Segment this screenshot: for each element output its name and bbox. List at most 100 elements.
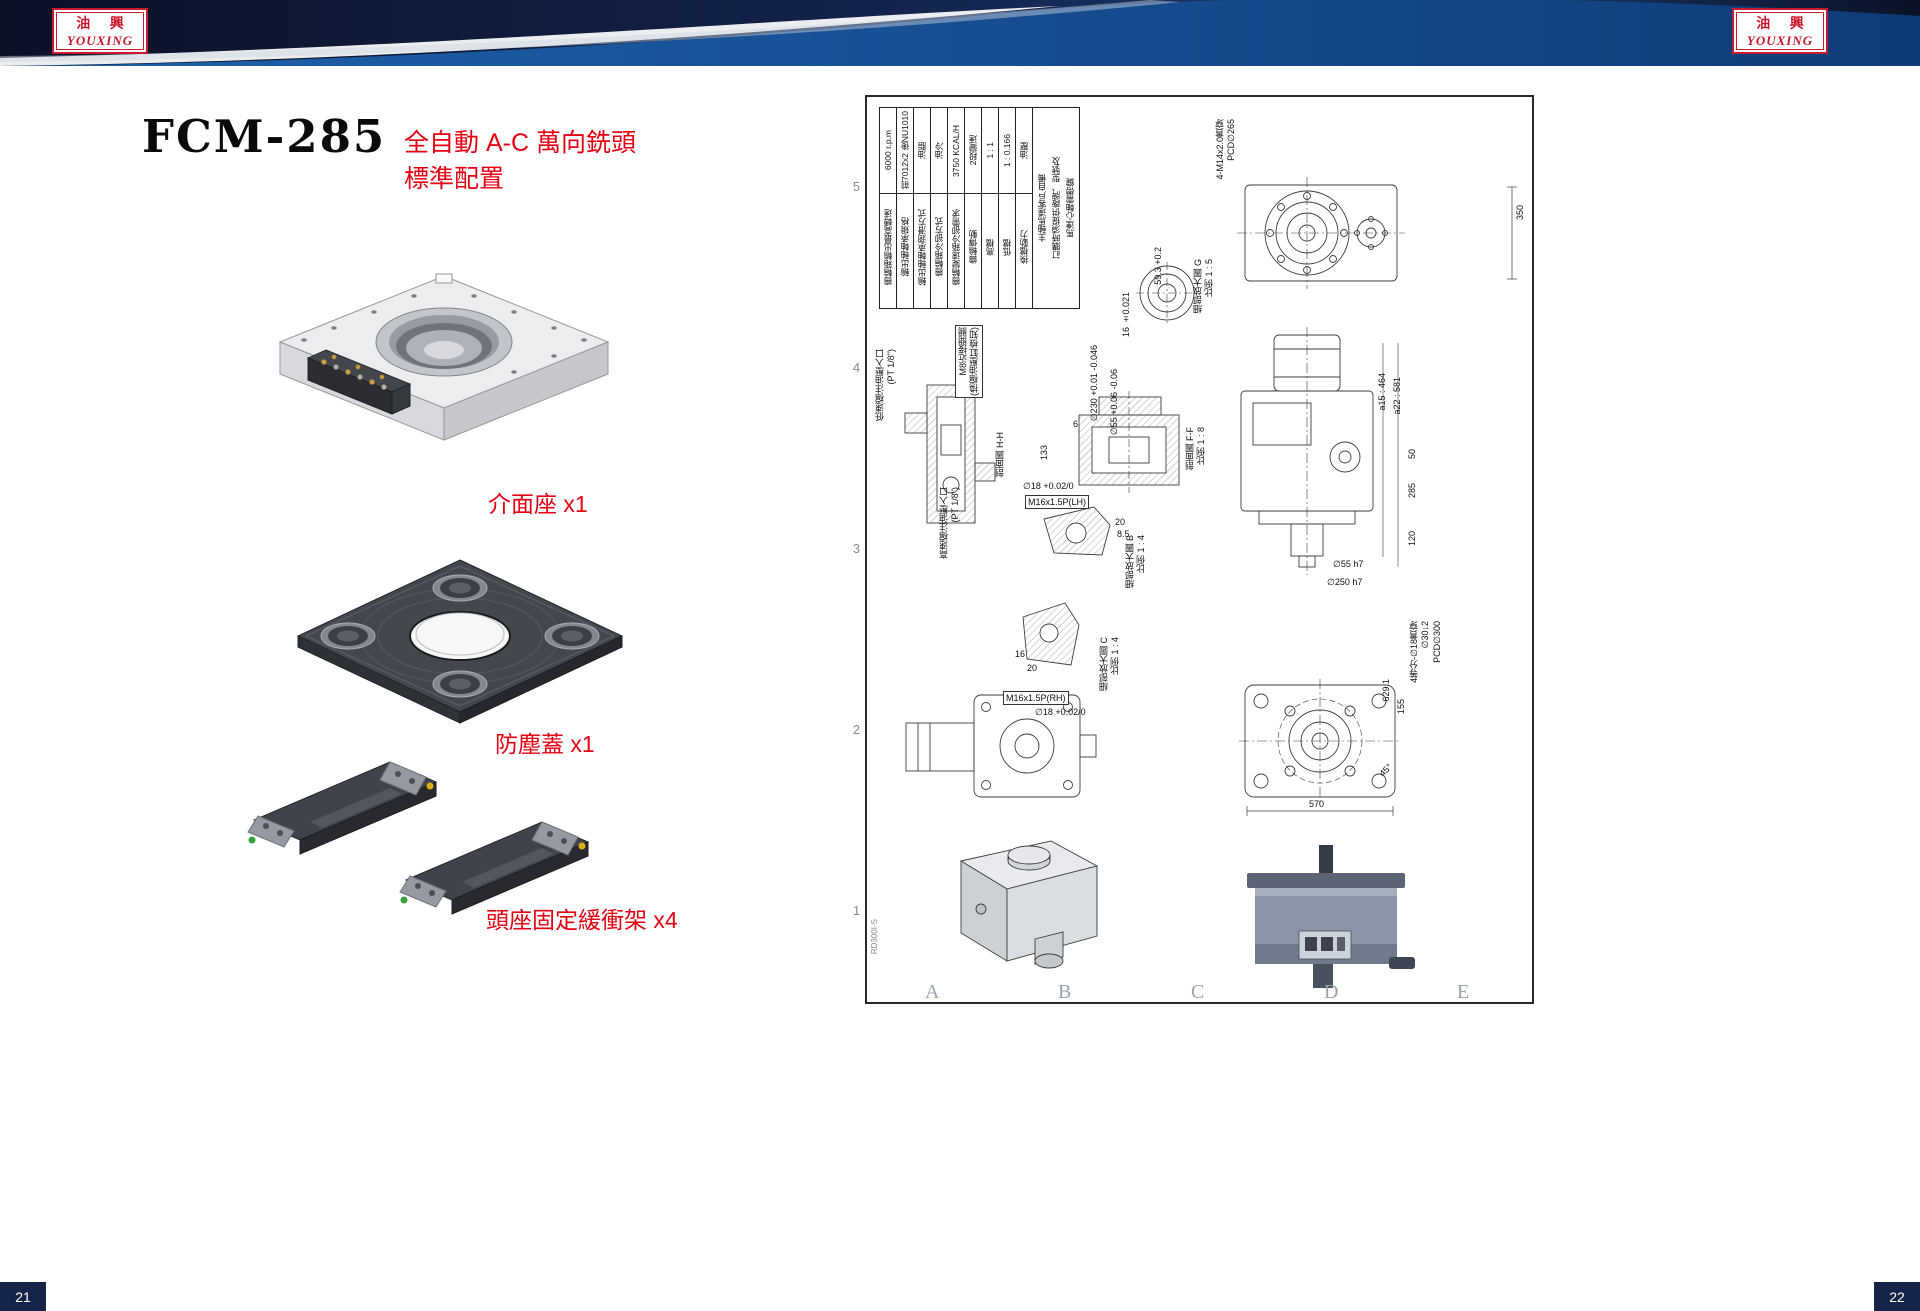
dim-133: 133 [1039, 445, 1049, 461]
grid-row-3: 3 [852, 541, 861, 556]
grid-col-a: A [925, 981, 940, 1003]
detail-g-view [1136, 262, 1198, 324]
detail-g-title: 細部放大圖 G [1193, 259, 1203, 314]
caption-dust-cover: 防塵蓋 x1 [495, 731, 595, 757]
dust-cover-render [296, 559, 624, 724]
spec-value: 油冷 [934, 142, 944, 159]
detail-b-label: 細部放大圖 B 比例 1 : 4 [1125, 535, 1147, 589]
m8-proximity-switch-label: M8近接開關 (換檔油壓缸檢知) [955, 325, 983, 398]
section-hh-label: 剖面圖 H-H [995, 432, 1005, 478]
dim-20-b: 20 [1027, 663, 1038, 673]
detail-g-scale: 比例 1 : 5 [1204, 259, 1215, 298]
low-speed-oil-port-line1: 低速檔注油壓入口 [875, 349, 885, 421]
bolt-pattern-line2: ∅30↓2 [1420, 621, 1431, 649]
spec-label: 換檔動力 [1019, 230, 1029, 264]
model-subtitle: 全自動 A-C 萬向銑頭 標準配置 [404, 126, 636, 197]
dim-a15-464: a15 : 464 [1377, 373, 1387, 411]
spec-note-line3: 馬達心軸需帶鍵 [1065, 178, 1075, 238]
brand-logo-left: 油 興 YOUXING [52, 8, 148, 54]
spec-col: 6000 r.p.m 齒輪箱輸出最高轉速 [880, 108, 897, 308]
high-speed-oil-port-line1: 高速檔注油壓入口 [939, 487, 949, 559]
flange-bolt-note-line2: PCD∅265 [1226, 119, 1237, 161]
bottom-face-view [1239, 679, 1401, 803]
dim-570: 570 [1309, 799, 1325, 809]
dim-16-b: 16 [1015, 649, 1026, 659]
grid-col-c: C [1191, 981, 1205, 1003]
spec-value: 1 : 0.166 [1002, 133, 1012, 168]
header-band: 油 興 YOUXING 油 興 YOUXING [0, 0, 1920, 66]
shaded-render-view [1247, 845, 1415, 988]
grid-col-d: D [1324, 981, 1339, 1003]
dim-16-tol: 16 ±0.021 [1121, 292, 1131, 338]
grid-col-b: B [1058, 981, 1072, 1003]
section-ff-title: 剖面圖 F-F [1185, 427, 1195, 471]
spec-col: 3750 KCAL/H 齒輪變速箱冷卻需求 [948, 108, 965, 308]
dim-55-h7: ∅55 h7 [1333, 559, 1364, 569]
m8-proximity-switch-line2: (換檔油壓缸檢知) [969, 327, 980, 396]
brand-logo-cn: 油 興 [1756, 17, 1812, 32]
grid-row-4: 4 [852, 360, 861, 375]
spec-value: 油脂 [917, 142, 927, 159]
page-number-right: 22 [1874, 1282, 1920, 1311]
flange-bolt-note-line1: 4-M14x2.0貫穿 [1215, 119, 1225, 180]
drawing-sheet: 5 4 3 2 1 A B C D E 6000 r.p.m 齒輪箱輸出最高轉速… [853, 95, 1534, 1004]
spec-label: 輸出軸軸承潤滑方式 [917, 208, 927, 286]
dim-285: 285 [1407, 483, 1417, 499]
spec-label: 齒輪變速箱冷卻需求 [951, 208, 961, 286]
page-number-left: 21 [0, 1282, 46, 1311]
high-speed-oil-port-line2: (PT 1/8") [950, 487, 961, 523]
dim-55: ∅55 +0.06 -0.06 [1109, 369, 1119, 436]
spec-label: 齒輪傳動 [968, 230, 978, 264]
grid-row-5: 5 [852, 179, 861, 194]
brand-logo-cn: 油 興 [76, 17, 132, 32]
spec-col: 2段變速 齒輪傳動 [965, 108, 982, 308]
spec-label: 高檔 [985, 238, 995, 256]
brand-logo-en: YOUXING [1746, 33, 1814, 48]
spec-table: 6000 r.p.m 齒輪箱輸出最高轉速 前7012x2 後NU1010 輸出軸… [879, 107, 1080, 309]
section-ff-scale: 比例 1 : 8 [1196, 427, 1207, 466]
interface-plate-render [278, 273, 610, 441]
spec-value: 6000 r.p.m [883, 130, 893, 171]
detail-g-label: 細部放大圖 G 比例 1 : 5 [1193, 259, 1215, 314]
dim-59-3: 59.3 +0.2 [1153, 247, 1163, 285]
brand-logo-right: 油 興 YOUXING [1732, 8, 1828, 54]
high-speed-oil-port-label: 高速檔注油壓入口 (PT 1/8") [939, 487, 961, 559]
model-title: FCM-285 [142, 110, 387, 163]
spec-col: 1 : 1 高檔 [982, 108, 999, 308]
detail-c-scale: 比例 1 : 4 [1110, 637, 1121, 676]
detail-b-title: 細部放大圖 B [1125, 535, 1135, 589]
detail-c-label: 細部放大圖 C 比例 1 : 4 [1099, 637, 1121, 691]
spec-col: 前7012x2 後NU1010 輸出軸軸承規格 [897, 108, 914, 308]
spec-value: 3750 KCAL/H [951, 124, 961, 177]
side-elevation-view [1240, 327, 1374, 575]
m8-proximity-switch-line1: M8近接開關 [958, 327, 968, 376]
drawing-views [904, 177, 1517, 988]
bolt-pattern-line1: 4等分-∅18貫穿 [1409, 621, 1419, 683]
dim-a22-581: a22 : 581 [1392, 377, 1402, 415]
flange-bolt-note: 4-M14x2.0貫穿 PCD∅265 [1215, 119, 1237, 180]
spec-col: 油脂 輸出軸軸承潤滑方式 [914, 108, 931, 308]
spec-label: 輸出軸軸承規格 [900, 217, 910, 277]
caption-buffer-brackets: 頭座固定緩衝架 x4 [486, 907, 678, 933]
spec-label: 齒輪箱輸出最高轉速 [883, 208, 893, 286]
spec-value: 1 : 1 [985, 142, 995, 159]
spec-label: 齒輪箱冷卻方式 [934, 217, 944, 277]
spec-note-line1: 主軸馬達客戶自備 [1037, 174, 1047, 242]
dim-250-h7: ∅250 h7 [1327, 577, 1363, 587]
dim-20-a: 20 [1115, 517, 1126, 527]
flange-face-view [1237, 177, 1405, 289]
grid-row-1: 1 [852, 903, 861, 918]
dim-120: 120 [1407, 531, 1417, 547]
header-swoosh-graphic [0, 0, 1920, 66]
dim-50: 50 [1407, 449, 1417, 460]
detail-b-view [1043, 506, 1111, 556]
caption-interface-plate: 介面座 x1 [488, 491, 588, 517]
spec-value: 2段變速 [968, 135, 978, 166]
spec-note-col: 主軸馬達客戶自備 訂購時須提供廠牌、型號及 馬達心軸需帶鍵 [1033, 108, 1079, 308]
model-subtitle-line2: 標準配置 [404, 164, 505, 193]
spec-col: 1 : 0.166 低檔 [999, 108, 1016, 308]
dim-629-1: 629.1 [1381, 679, 1391, 702]
bolt-pattern-line3: PCD∅300 [1431, 621, 1442, 663]
grid-row-2: 2 [852, 722, 861, 737]
detail-b-scale: 比例 1 : 4 [1136, 535, 1147, 574]
